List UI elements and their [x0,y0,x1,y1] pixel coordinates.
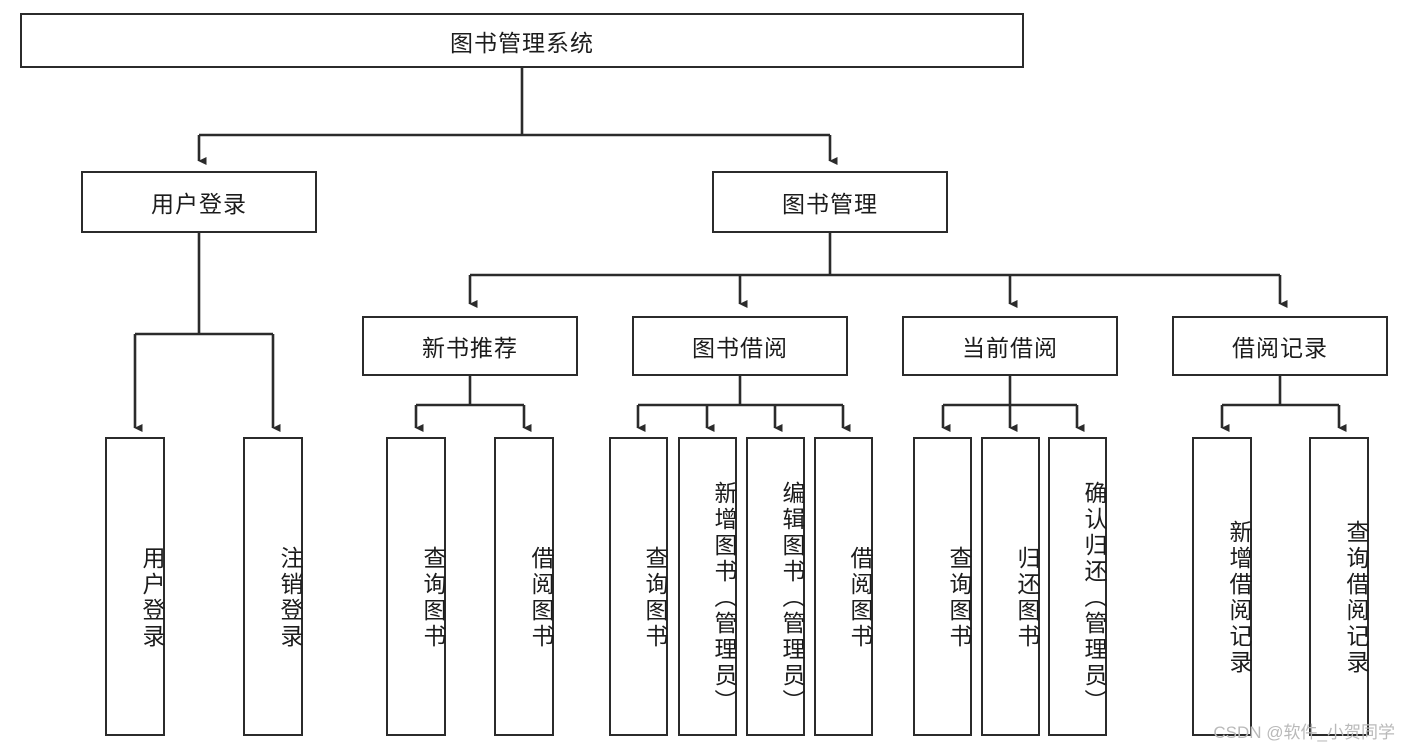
leaf-query-book-2[interactable]: 查询图书 [609,437,668,736]
node-book-manage-label: 图书管理 [782,191,878,217]
leaf-query-record-label: 查询借阅记录 [1343,519,1369,676]
node-current-borrow[interactable]: 当前借阅 [902,316,1118,376]
leaf-add-book-label: 新增图书（管理员） [711,480,737,715]
leaf-edit-book[interactable]: 编辑图书（管理员） [746,437,805,736]
node-root-label: 图书管理系统 [450,29,594,56]
leaf-query-book-3[interactable]: 查询图书 [913,437,972,736]
node-book-manage[interactable]: 图书管理 [712,171,948,233]
leaf-confirm-return-label: 确认归还（管理员） [1081,480,1107,715]
leaf-query-book-3-label: 查询图书 [946,545,972,650]
node-borrow-record[interactable]: 借阅记录 [1172,316,1388,376]
node-root[interactable]: 图书管理系统 [20,13,1024,68]
leaf-borrow-book-1-label: 借阅图书 [528,545,554,650]
node-book-borrow[interactable]: 图书借阅 [632,316,848,376]
leaf-borrow-book-2-label: 借阅图书 [847,545,873,650]
leaf-logout[interactable]: 注销登录 [243,437,303,736]
leaf-return-book[interactable]: 归还图书 [981,437,1040,736]
leaf-query-book-1[interactable]: 查询图书 [386,437,446,736]
leaf-borrow-book-2[interactable]: 借阅图书 [814,437,873,736]
leaf-logout-label: 注销登录 [277,545,303,650]
leaf-return-book-label: 归还图书 [1014,545,1040,650]
leaf-query-book-2-label: 查询图书 [642,545,668,650]
leaf-query-book-1-label: 查询图书 [420,545,446,650]
leaf-add-book[interactable]: 新增图书（管理员） [678,437,737,736]
leaf-add-record-label: 新增借阅记录 [1226,519,1252,676]
leaf-borrow-book-1[interactable]: 借阅图书 [494,437,554,736]
node-new-book-rec-label: 新书推荐 [422,335,518,361]
node-user-login-label: 用户登录 [151,191,247,217]
leaf-user-login-label: 用户登录 [139,545,165,650]
leaf-query-record[interactable]: 查询借阅记录 [1309,437,1369,736]
node-current-borrow-label: 当前借阅 [962,335,1058,361]
leaf-edit-book-label: 编辑图书（管理员） [779,480,805,715]
node-borrow-record-label: 借阅记录 [1232,335,1328,361]
leaf-add-record[interactable]: 新增借阅记录 [1192,437,1252,736]
node-new-book-rec[interactable]: 新书推荐 [362,316,578,376]
node-book-borrow-label: 图书借阅 [692,335,788,361]
node-user-login[interactable]: 用户登录 [81,171,317,233]
leaf-user-login[interactable]: 用户登录 [105,437,165,736]
leaf-confirm-return[interactable]: 确认归还（管理员） [1048,437,1107,736]
